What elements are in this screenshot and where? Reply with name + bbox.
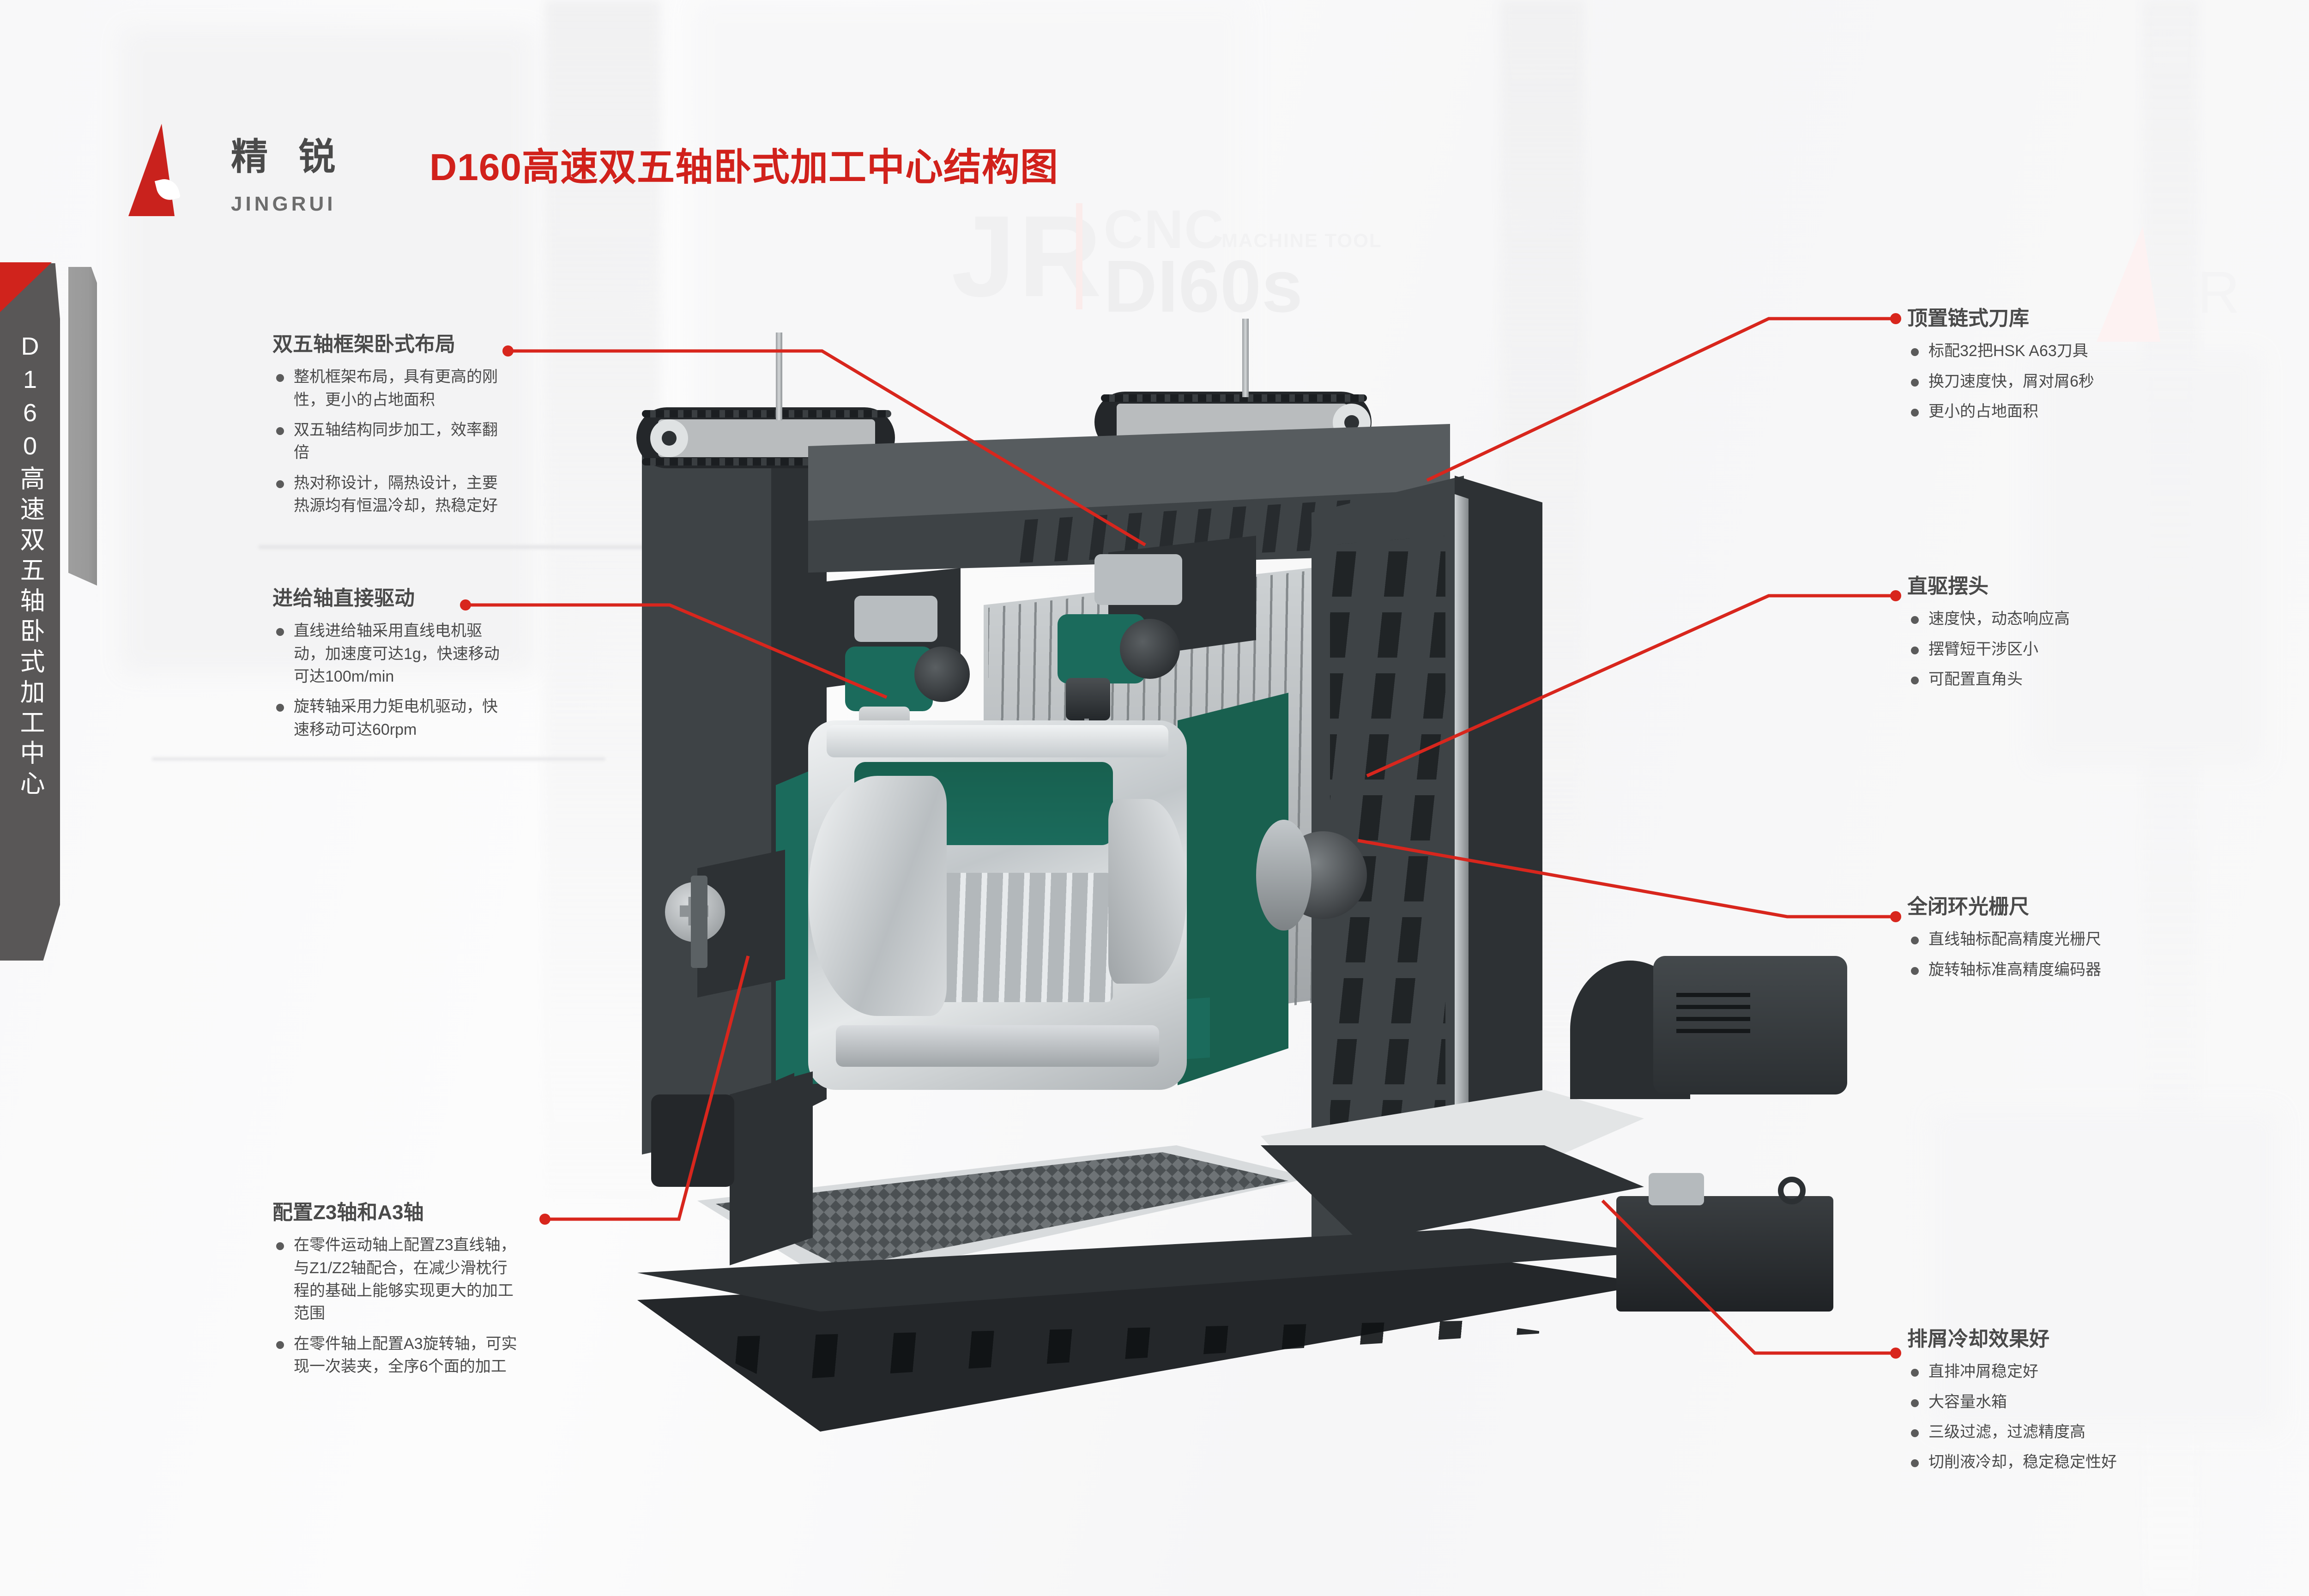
callout-item: 热对称设计，隔热设计，主要热源均有恒温冷却，热稳定好 [272,472,513,518]
machine-right-column-rail [1455,494,1469,1205]
callout-list: 整机框架布局，具有更高的刚性，更小的占地面积 双五轴结构同步加工，效率翻倍 热对… [272,366,513,517]
callout-list: 速度快，动态响应高 摆臂短干涉区小 可配置直角头 [1907,608,2230,691]
callout-item: 大容量水箱 [1907,1391,2249,1414]
callout-dot [460,599,471,611]
callout-dot [1890,1348,1901,1359]
callout-item: 在零件轴上配置A3旋转轴，可实现一次装夹，全序6个面的加工 [272,1333,522,1378]
cable-chain-right-links [1101,394,1367,402]
brand-name-en: JINGRUI [231,193,336,215]
callout-title: 配置Z3轴和A3轴 [272,1201,424,1224]
callout-direct-drive-swivel-head: 直驱摆头 速度快，动态响应高 摆臂短干涉区小 可配置直角头 [1907,575,2230,698]
callout-item: 在零件运动轴上配置Z3直线轴，与Z1/Z2轴配合，在减少滑枕行程的基础上能够实现… [272,1234,522,1325]
callout-item: 三级过滤，过滤精度高 [1907,1421,2249,1444]
side-tab: D160高速双五轴卧式加工中心 [0,263,60,961]
callout-title: 顶置链式刀库 [1907,307,2029,330]
jingrui-arrow-logo-icon [128,124,212,216]
callout-title: 进给轴直接驱动 [272,587,415,610]
callout-item: 直线轴标配高精度光栅尺 [1907,928,2240,951]
side-tab-label: D160高速双五轴卧式加工中心 [16,332,44,801]
workpiece-frame-top [827,725,1168,757]
chip-tank-valve [1649,1173,1704,1205]
brand-name-cn: 精 锐 [231,136,346,177]
callout-top-chain-tool-magazine: 顶置链式刀库 标配32把HSK A63刀具 换刀速度快，屑对屑6秒 更小的占地面… [1907,307,2230,430]
callout-dot [1890,590,1901,601]
machine-left-mast [776,332,782,420]
background-blob [120,28,536,674]
callout-item: 切削液冷却，稳定稳定性好 [1907,1451,2249,1474]
callout-list: 标配32把HSK A63刀具 换刀速度快，屑对屑6秒 更小的占地面积 [1907,340,2230,423]
watermark-machine-tool: MACHINE TOOL [1221,230,1382,251]
callout-item: 换刀速度快，屑对屑6秒 [1907,370,2230,393]
callout-chip-removal-cooling: 排屑冷却效果好 直排冲屑稳定好 大容量水箱 三级过滤，过滤精度高 切削液冷却，稳… [1907,1328,2249,1481]
callout-feed-axis-direct-drive: 进给轴直接驱动 直线进给轴采用直线电机驱动，加速度可达1g，快速移动可达100m… [272,587,508,749]
background-blob [1930,1108,2281,1432]
machine-illustration [577,277,1930,1492]
callout-item: 直排冲屑稳定好 [1907,1360,2249,1383]
callout-item: 双五轴结构同步加工，效率翻倍 [272,419,513,465]
callout-item: 整机框架布局，具有更高的刚性，更小的占地面积 [272,366,513,411]
callout-title: 双五轴框架卧式布局 [272,333,455,356]
z3-linear-slide [730,1071,813,1265]
background-line [259,545,951,549]
machine-right-mast [1242,319,1249,397]
watermark-right-logo: JR [2097,226,2291,360]
watermark-right-jr: JR [2166,260,2242,326]
callout-dual-five-axis-layout: 双五轴框架卧式布局 整机框架布局，具有更高的刚性，更小的占地面积 双五轴结构同步… [272,333,513,525]
callout-list: 在零件运动轴上配置Z3直线轴，与Z1/Z2轴配合，在减少滑枕行程的基础上能够实现… [272,1234,522,1378]
spindle-right-clamp [1094,554,1182,605]
side-tab-secondary-bar [68,267,97,586]
watermark-model: DI60s [1104,245,1303,327]
callout-item: 直线进给轴采用直线电机驱动，加速度可达1g，快速移动可达100m/min [272,620,508,688]
workpiece-dome [808,776,947,1016]
cable-chain-left-hub [662,431,677,446]
coolant-vents-icon [1676,993,1750,1039]
watermark-cnc: CNC [1104,199,1225,260]
background-blob [2032,351,2263,767]
chip-tank [1616,1196,1833,1312]
chip-tank-handle [1778,1177,1806,1204]
callout-item: 旋转轴采用力矩电机驱动，快速移动可达60rpm [272,695,508,741]
callout-dot [1890,313,1901,324]
logo-triangle [128,124,175,216]
side-tab-text-wrap: D160高速双五轴卧式加工中心 [0,263,60,961]
callout-item: 速度快，动态响应高 [1907,608,2230,630]
cable-chain-left-links [642,410,891,417]
workpiece-frame-bottom [836,1025,1159,1067]
spindle-left-clamp [854,596,937,642]
callout-item: 可配置直角头 [1907,668,2230,691]
callout-title: 排屑冷却效果好 [1907,1328,2049,1350]
callout-item: 标配32把HSK A63刀具 [1907,340,2230,363]
watermark-arrow-icon [2097,226,2160,342]
workpiece-bore-right [1108,799,1187,984]
spindle-right-rotary [1120,619,1180,679]
callout-closed-loop-linear-scale: 全闭环光栅尺 直线轴标配高精度光栅尺 旋转轴标准高精度编码器 [1907,895,2240,989]
callout-item: 旋转轴标准高精度编码器 [1907,959,2240,981]
spindle-right-nose [1066,678,1110,720]
callout-dot [1890,911,1901,922]
z3-slide-rail [651,1094,734,1187]
callout-dot [502,345,514,357]
page-title: D160高速双五轴卧式加工中心结构图 [429,146,1059,188]
background-line [152,757,605,761]
callout-list: 直线进给轴采用直线电机驱动，加速度可达1g，快速移动可达100m/min 旋转轴… [272,620,508,741]
callout-item: 更小的占地面积 [1907,400,2230,423]
callout-z3-a3-axis: 配置Z3轴和A3轴 在零件运动轴上配置Z3直线轴，与Z1/Z2轴配合，在减少滑枕… [272,1201,522,1385]
spindle-left-rotary [914,647,970,702]
rotary-right-ring [1256,820,1312,931]
callout-item: 摆臂短干涉区小 [1907,638,2230,661]
callout-title: 直驱摆头 [1907,575,1989,598]
callout-list: 直线轴标配高精度光栅尺 旋转轴标准高精度编码器 [1907,928,2240,981]
callout-dot [539,1214,550,1225]
a3-rotary-flange [691,876,707,968]
callout-title: 全闭环光栅尺 [1907,895,2029,918]
callout-list: 直排冲屑稳定好 大容量水箱 三级过滤，过滤精度高 切削液冷却，稳定稳定性好 [1907,1360,2249,1474]
watermark-divider [1076,203,1082,309]
